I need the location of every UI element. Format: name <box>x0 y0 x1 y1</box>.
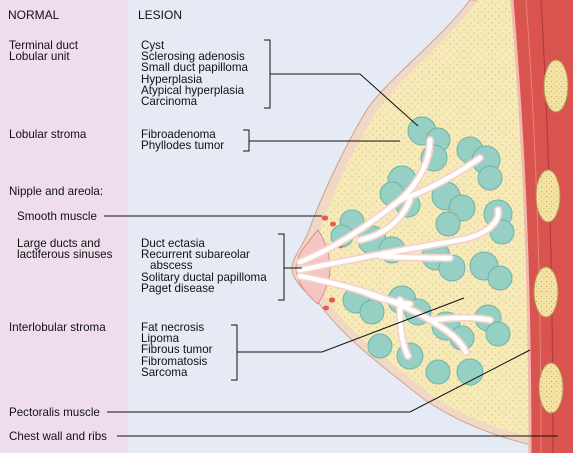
label-interlobular-stroma: Interlobular stroma <box>9 321 106 334</box>
rib <box>538 362 564 414</box>
label-large-ducts: Large ducts and <box>17 237 101 250</box>
lesion-item: Small duct papilloma <box>141 61 248 75</box>
normal-header: NORMAL <box>8 8 60 22</box>
leader-lines <box>104 39 558 437</box>
lesion-item: Carcinoma <box>141 95 198 109</box>
lesion-item: Hyperplasia <box>141 72 203 86</box>
lesion-item: Sarcoma <box>141 365 188 379</box>
label-pectoralis-muscle: Pectoralis muscle <box>9 406 100 419</box>
label-lactiferous-sinuses: lactiferous sinuses <box>17 248 113 261</box>
lesion-item: Fat necrosis <box>141 321 205 334</box>
lesion-list-large-ducts: Duct ectasia Recurrent subareolar absces… <box>141 237 267 295</box>
muscle-fascia <box>510 0 532 453</box>
pectoralis-muscle <box>512 0 573 453</box>
lesion-item: Phyllodes tumor <box>141 139 225 153</box>
duct-lumen <box>297 137 501 359</box>
rib <box>543 59 569 113</box>
label-lobular-unit: Lobular unit <box>9 50 70 63</box>
lesion-item: Solitary ductal papilloma <box>141 270 267 284</box>
ribs <box>533 59 569 414</box>
label-nipple-areola: Nipple and areola: <box>9 185 104 198</box>
lesion-list-tdlu: Cyst Sclerosing adenosis Small duct papi… <box>141 39 248 109</box>
lesion-item: abscess <box>150 259 193 273</box>
lesion-item: Fibroadenoma <box>141 128 216 141</box>
lesion-header: LESION <box>138 8 183 22</box>
normal-column-background <box>0 0 128 453</box>
lesion-item: Atypical hyperplasia <box>141 83 245 97</box>
label-terminal-duct: Terminal duct <box>9 39 78 52</box>
label-smooth-muscle: Smooth muscle <box>17 210 97 223</box>
lesion-item: Fibrous tumor <box>141 343 213 357</box>
rib <box>533 266 559 318</box>
lesion-item: Paget disease <box>141 281 215 295</box>
lesion-item: Lipoma <box>141 332 180 346</box>
label-chest-wall: Chest wall and ribs <box>9 430 107 443</box>
lesion-item: Cyst <box>141 39 165 52</box>
label-lobular-stroma: Lobular stroma <box>9 128 87 141</box>
lesion-list-interlobular-stroma: Fat necrosis Lipoma Fibrous tumor Fibrom… <box>141 321 213 379</box>
lesion-item: Fibromatosis <box>141 354 208 368</box>
lesion-item: Sclerosing adenosis <box>141 50 245 64</box>
rib <box>535 169 561 223</box>
lesion-item: Duct ectasia <box>141 237 205 250</box>
lesion-list-lobular-stroma: Fibroadenoma Phyllodes tumor <box>141 128 225 153</box>
lesion-item: Recurrent subareolar <box>141 248 250 262</box>
